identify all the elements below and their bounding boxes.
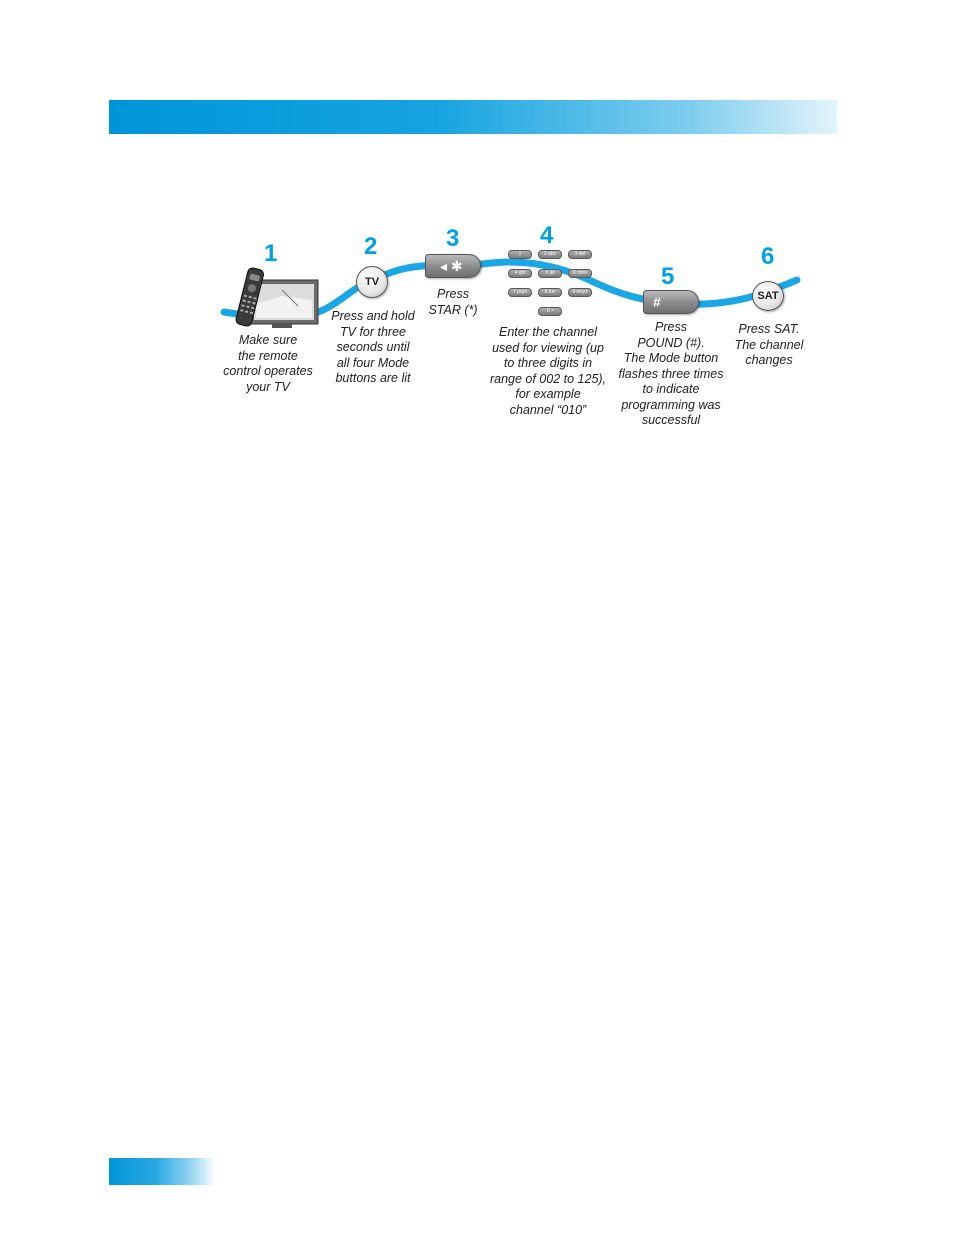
pound-button-label: # xyxy=(653,294,661,310)
step-5-caption: Press POUND (#). The Mode button flashes… xyxy=(618,320,724,427)
key-3[interactable]: 3 def xyxy=(568,250,592,259)
key-4[interactable]: 4 ghi xyxy=(508,269,532,278)
step-number-6: 6 xyxy=(761,243,775,270)
key-7[interactable]: 7 pqrs xyxy=(508,288,532,297)
pound-button[interactable]: # xyxy=(643,290,699,314)
step-number-4: 4 xyxy=(540,222,554,249)
step-6-caption: Press SAT. The channel changes xyxy=(734,322,804,367)
key-9[interactable]: 9 wxyz xyxy=(568,288,592,297)
key-0[interactable]: 0 • xyxy=(538,307,562,316)
step-number-3: 3 xyxy=(446,225,460,252)
step-number-5: 5 xyxy=(661,263,675,290)
star-button-label: ◂ ✱ xyxy=(440,258,463,274)
step-number-2: 2 xyxy=(364,233,378,260)
key-2[interactable]: 2 abc xyxy=(538,250,562,259)
header-bar xyxy=(109,100,837,134)
star-button[interactable]: ◂ ✱ xyxy=(425,254,481,278)
step-3-caption: Press STAR (*) xyxy=(428,287,478,317)
tv-button[interactable]: TV xyxy=(356,266,388,298)
step-4-caption: Enter the channel used for viewing (up t… xyxy=(489,325,607,417)
tv-with-remote-illustration xyxy=(235,267,319,328)
key-6[interactable]: 6 mno xyxy=(568,269,592,278)
key-5[interactable]: 5 jkl xyxy=(538,269,562,278)
key-1[interactable]: 1 xyxy=(508,250,532,259)
step-number-1: 1 xyxy=(264,240,278,267)
step-2-caption: Press and hold TV for three seconds unti… xyxy=(331,309,415,385)
step-1-caption: Make sure the remote control operates yo… xyxy=(223,333,313,394)
key-8[interactable]: 8 tuv xyxy=(538,288,562,297)
footer-bar xyxy=(109,1158,215,1185)
sat-button[interactable]: SAT xyxy=(752,281,784,311)
